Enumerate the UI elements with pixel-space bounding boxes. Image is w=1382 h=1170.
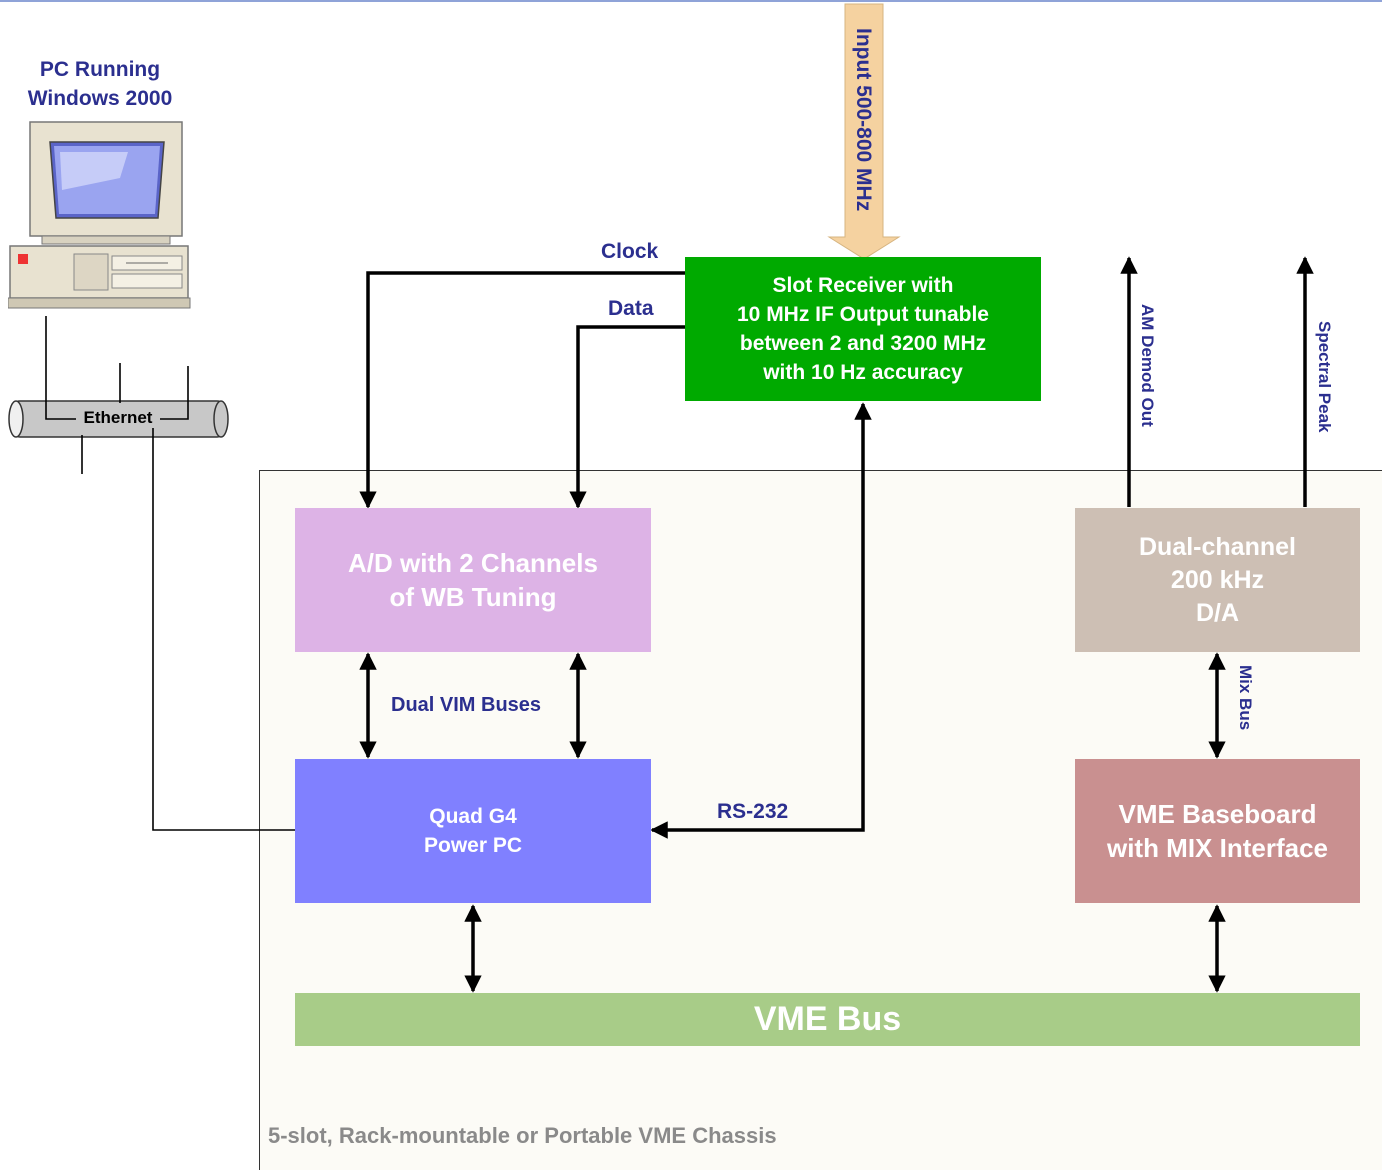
top-border bbox=[0, 0, 1382, 2]
pc-icon bbox=[8, 121, 191, 309]
vme-bus-block: VME Bus bbox=[295, 993, 1360, 1046]
am-demod-out-label: AM Demod Out bbox=[1138, 304, 1157, 427]
pc-title-line1: PC Running bbox=[39, 58, 161, 81]
data-label: Data bbox=[608, 297, 654, 320]
rs232-label: RS-232 bbox=[717, 800, 789, 823]
pc-title-line2: Windows 2000 bbox=[27, 87, 173, 110]
quad-g4-powerpc-block: Quad G4 Power PC bbox=[295, 759, 651, 903]
input-frequency-label: Input 500-800 MHz bbox=[852, 28, 875, 212]
dual-channel-da-block: Dual-channel 200 kHz D/A bbox=[1075, 508, 1360, 652]
chassis-caption: 5-slot, Rack-mountable or Portable VME C… bbox=[268, 1123, 777, 1148]
clock-label: Clock bbox=[601, 240, 659, 263]
dual-vim-buses-label: Dual VIM Buses bbox=[391, 694, 542, 716]
vme-baseboard-block: VME Baseboard with MIX Interface bbox=[1075, 759, 1360, 903]
mix-bus-label: Mix Bus bbox=[1236, 665, 1255, 731]
ad-converter-block: A/D with 2 Channels of WB Tuning bbox=[295, 508, 651, 652]
spectral-peak-label: Spectral Peak bbox=[1315, 321, 1334, 433]
ethernet-label: Ethernet bbox=[76, 408, 160, 428]
slot-receiver-block: Slot Receiver with 10 MHz IF Output tuna… bbox=[685, 257, 1041, 401]
input-arrow-icon bbox=[827, 3, 901, 260]
